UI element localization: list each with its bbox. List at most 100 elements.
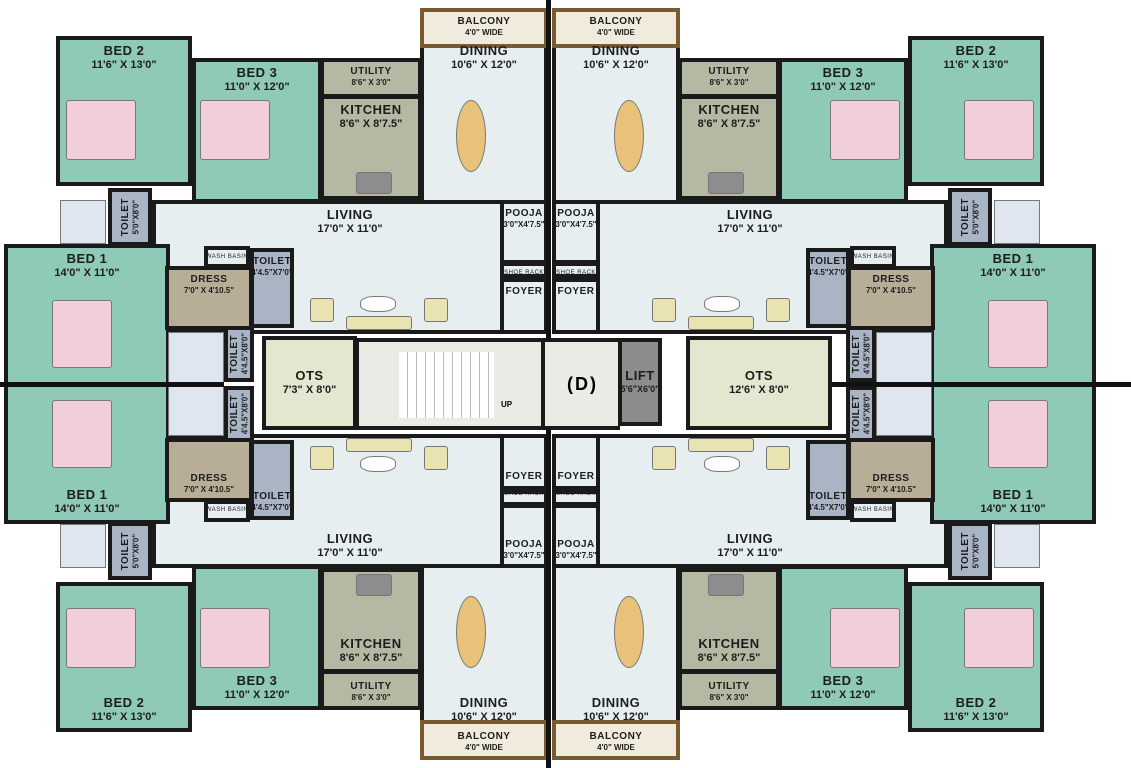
room-name: LIVING [726, 531, 774, 547]
bed-icon [988, 300, 1048, 368]
room-dimensions: 17'0" X 11'0" [317, 547, 383, 560]
lift-dims: 5'6"X6'0" [620, 384, 660, 395]
room-name: UTILITY [350, 681, 392, 693]
room-name: UTILITY [350, 66, 392, 77]
top-left-wash-basin: WASH BASIN [204, 246, 250, 268]
room-dimensions: 4'0" WIDE [597, 742, 635, 752]
coffee-table-icon [360, 456, 396, 472]
room-name: POOJA [557, 539, 595, 551]
coffee-table-icon [360, 296, 396, 312]
room-label: SHOE RACK [504, 491, 544, 498]
room-label: WASH BASIN [206, 507, 248, 514]
room-name: BED 3 [236, 673, 278, 689]
room-dimensions: 8'6" X 8'7.5" [339, 117, 403, 130]
room-dimensions: 8'6" X 3'0" [351, 692, 391, 702]
room-name: UTILITY [708, 681, 750, 693]
room-label: FOYER [558, 471, 595, 483]
room-dimensions: 4'4.5"X8'0" [240, 333, 250, 375]
armchair-icon [652, 446, 676, 470]
room-dimensions: 11'6" X 13'0" [91, 711, 157, 724]
room-dimensions: 11'0" X 12'0" [810, 80, 876, 93]
room-name: TOILET [959, 531, 971, 571]
room-name: DRESS [190, 274, 228, 285]
room-dimensions: 11'6" X 13'0" [943, 58, 1009, 71]
block-label: (D) [567, 373, 598, 394]
bed-icon [964, 608, 1034, 668]
room-name: TOILET [119, 531, 131, 571]
dining-table-icon [456, 100, 486, 172]
lift[interactable]: LIFT 5'6"X6'0" [618, 338, 662, 426]
room-dimensions: 11'6" X 13'0" [91, 58, 157, 71]
dining-table-icon [456, 596, 486, 668]
bottom-right-foyer: FOYER [552, 434, 600, 490]
room-dimensions: 7'0" X 4'10.5" [865, 484, 917, 494]
room-dimensions: 14'0" X 11'0" [980, 503, 1046, 516]
ots-left-name: OTS [295, 368, 324, 384]
room-dimensions: 4'4.5"X8'0" [862, 333, 872, 375]
room-label: WASH BASIN [852, 254, 894, 261]
bed-icon [52, 300, 112, 368]
room-dimensions: 7'0" X 4'10.5" [865, 285, 917, 295]
coffee-table-icon [704, 296, 740, 312]
room-name: FOYER [505, 470, 543, 482]
room-name: POOJA [505, 539, 543, 551]
room-name: BED 1 [66, 251, 108, 266]
bed-icon [200, 100, 270, 160]
room-dimensions: 7'0" X 4'10.5" [183, 285, 235, 295]
room-name: TOILET [808, 491, 848, 503]
room-name: DRESS [872, 473, 910, 485]
toilet-tiles [60, 524, 106, 568]
room-name: KITCHEN [698, 636, 760, 652]
room-dimensions: 5'0"X8'0" [971, 533, 981, 569]
room-dimensions: 10'6" X 12'0" [451, 711, 517, 724]
room-label: SHOE RACK [504, 270, 544, 277]
room-name: TOILET [252, 491, 292, 503]
toilet-tiles [60, 200, 106, 244]
top-right-shoe-rack: SHOE RACK [552, 262, 600, 278]
room-name: DINING [591, 43, 641, 58]
horizontal-wall-right [832, 382, 1131, 387]
room-name: LIVING [326, 531, 374, 547]
room-name: FOYER [505, 286, 543, 297]
armchair-icon [766, 298, 790, 322]
room-dimensions: 4'4.5"X8'0" [240, 393, 250, 435]
room-name: BED 2 [103, 43, 145, 58]
central-wall-bottom [546, 430, 551, 768]
room-dimensions: 3'0"X4'7.5" [555, 219, 597, 229]
room-dimensions: 11'0" X 12'0" [224, 80, 290, 93]
bed-icon [988, 400, 1048, 468]
stove-icon [708, 574, 744, 596]
bed-icon [830, 100, 900, 160]
room-name: WASH BASIN [851, 254, 895, 260]
